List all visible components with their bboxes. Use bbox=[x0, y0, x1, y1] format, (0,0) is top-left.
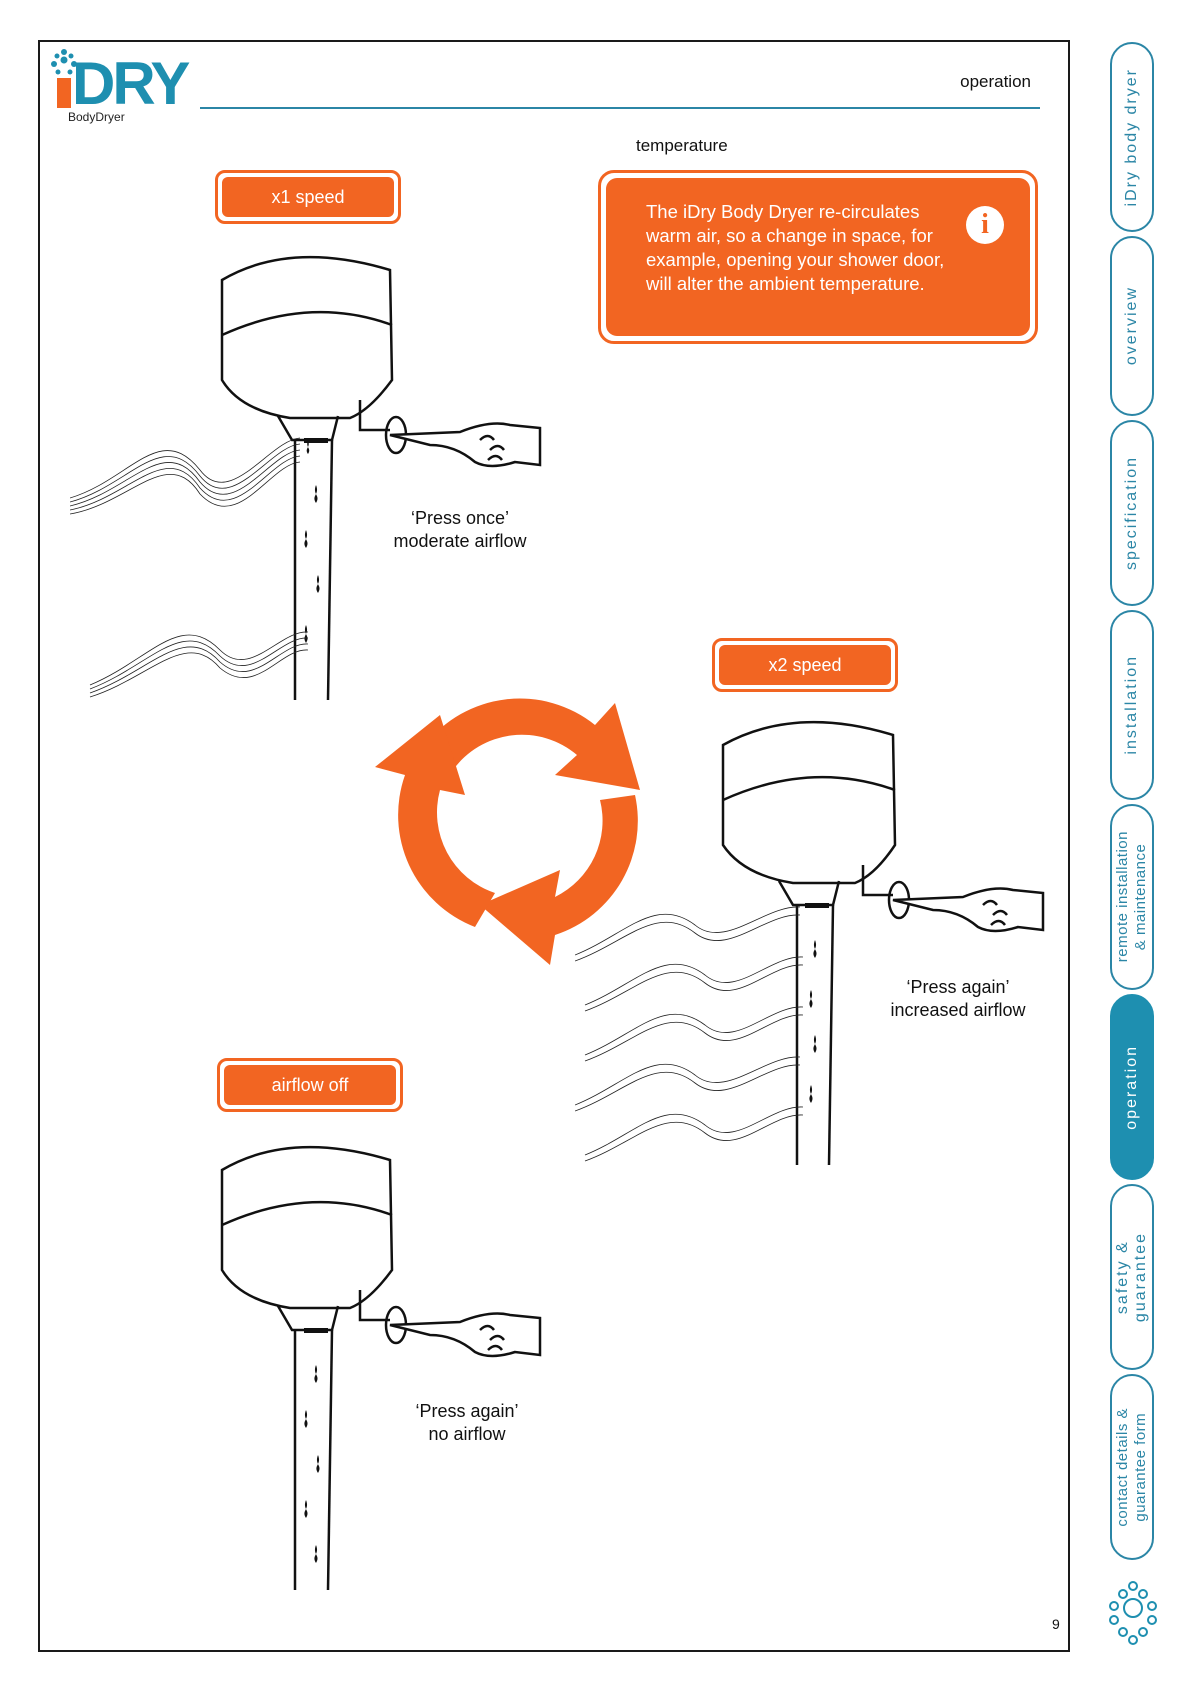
page-number: 9 bbox=[1052, 1616, 1060, 1632]
tab-contact-details-guarantee-form[interactable]: contact details & guarantee form bbox=[1110, 1374, 1154, 1560]
page-section-title: operation bbox=[960, 72, 1031, 91]
page-frame bbox=[38, 40, 1070, 1652]
svg-text:DRY: DRY bbox=[72, 50, 190, 117]
info-icon: i bbox=[966, 206, 1004, 244]
x2-speed-label: x2 speed bbox=[712, 638, 898, 692]
tab-overview[interactable]: overview bbox=[1110, 236, 1154, 416]
dryer-x2-illustration bbox=[575, 720, 1045, 1166]
tab-installation[interactable]: installation bbox=[1110, 610, 1154, 800]
cycle-arrows-icon bbox=[375, 698, 640, 965]
x2-speed-caption: ‘Press again’ increased airflow bbox=[848, 976, 1068, 1022]
airflow-off-label: airflow off bbox=[217, 1058, 403, 1112]
dots-logo-icon bbox=[1109, 1581, 1157, 1645]
tab-operation[interactable]: operation bbox=[1110, 994, 1154, 1180]
tab-remote-installation-maintenance[interactable]: remote installation & maintenance bbox=[1110, 804, 1154, 990]
tab-safety-guarantee[interactable]: safety & guarantee bbox=[1110, 1184, 1154, 1370]
off-caption-line1: ‘Press again’ bbox=[415, 1401, 519, 1421]
dryer-x1-illustration bbox=[70, 255, 542, 701]
airflow-off-caption: ‘Press again’ no airflow bbox=[357, 1400, 577, 1446]
tab-specification[interactable]: specification bbox=[1110, 420, 1154, 606]
temperature-info-box: The iDry Body Dryer re-circulates warm a… bbox=[598, 170, 1038, 344]
logo-subtitle: BodyDryer bbox=[68, 110, 125, 124]
x1-speed-label: x1 speed bbox=[215, 170, 401, 224]
x1-caption-line1: ‘Press once’ bbox=[410, 508, 510, 528]
x2-caption-line2: increased airflow bbox=[890, 1000, 1026, 1020]
dryer-off-illustration bbox=[220, 1145, 542, 1591]
temperature-heading: temperature bbox=[636, 136, 728, 155]
temperature-info-text: The iDry Body Dryer re-circulates warm a… bbox=[646, 201, 945, 294]
tab-idry-body-dryer[interactable]: iDry body dryer bbox=[1110, 42, 1154, 232]
x1-speed-caption: ‘Press once’ moderate airflow bbox=[350, 507, 570, 553]
header-rule bbox=[200, 107, 1040, 109]
x1-caption-line2: moderate airflow bbox=[393, 531, 527, 551]
idry-logo: DRY bbox=[51, 49, 193, 117]
x2-caption-line1: ‘Press again’ bbox=[906, 977, 1010, 997]
off-caption-line2: no airflow bbox=[428, 1424, 506, 1444]
